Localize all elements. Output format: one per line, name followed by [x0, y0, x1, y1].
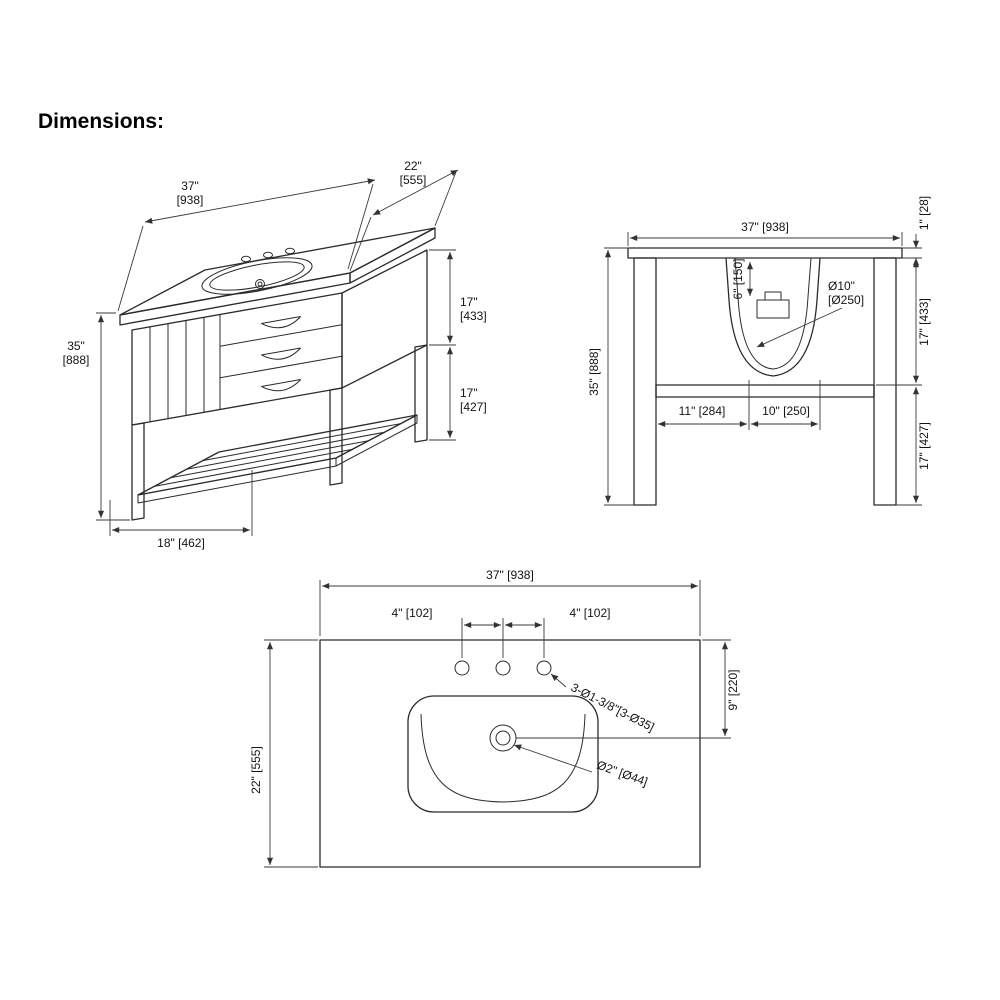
iso-upper-mm: [433] — [460, 309, 487, 323]
drawer-handle — [261, 347, 302, 360]
top-center-depth-label: 9" [220] — [726, 670, 740, 711]
front-width-label: 37" [938] — [741, 220, 789, 234]
top-dim-depth: 22" [555] — [249, 639, 318, 868]
top-drain — [489, 724, 517, 752]
iso-height-in: 35" — [67, 339, 85, 353]
front-shelf-rail — [655, 384, 875, 398]
top-depth-label: 22" [555] — [249, 746, 263, 794]
front-dim-faucet: 6" [150] — [731, 259, 754, 300]
front-dim-thickness: 1" [28] — [902, 196, 931, 272]
front-dim-total-height: 35" [888] — [587, 247, 634, 506]
front-dim-offsets: 11" [284] 10" [250] — [655, 380, 821, 430]
slatted-shelf — [137, 414, 418, 504]
top-holes-label: 3-Ø1-3/8"[3-Ø35] — [569, 680, 657, 734]
iso-upper-in: 17" — [460, 295, 478, 309]
top-dim-width: 37" [938] — [319, 568, 701, 636]
iso-dim-lower: 17" [427] — [429, 347, 487, 441]
front-drain-fitting — [756, 299, 790, 319]
front-sink-dia-mm: [Ø250] — [828, 293, 864, 307]
isometric-view: 37" [938] 22" [555] 35" [888] — [63, 159, 487, 550]
front-dim-lower: 17" [427] — [896, 387, 931, 506]
drain-hole — [255, 279, 265, 289]
front-upper-label: 17" [433] — [917, 298, 931, 346]
iso-width-mm: [938] — [177, 193, 204, 207]
iso-dim-base: 18" [462] — [109, 470, 253, 550]
iso-dim-depth: 22" [555] — [349, 159, 459, 272]
top-pitch-right-label: 4" [102] — [570, 606, 611, 620]
top-dim-hole-pitch: 4" [102] 4" [102] — [392, 606, 611, 658]
sink-basin — [201, 257, 313, 295]
drawer-handle — [261, 379, 302, 392]
counter-top — [119, 227, 436, 326]
top-pitch-left-label: 4" [102] — [392, 606, 433, 620]
front-left-offset-label: 11" [284] — [679, 404, 726, 418]
front-lower-label: 17" [427] — [917, 422, 931, 470]
top-dim-drain: Ø2" [Ø44] — [513, 744, 650, 789]
top-faucet-holes — [454, 660, 552, 676]
front-total-label: 35" [888] — [587, 348, 601, 396]
front-dim-sink-dia: Ø10" [Ø250] — [756, 279, 864, 348]
iso-dim-upper: 17" [433] — [429, 249, 487, 346]
front-thickness-label: 1" [28] — [917, 196, 931, 230]
plank-door — [149, 317, 205, 422]
iso-dim-width: 37" [938] — [117, 178, 376, 312]
iso-depth-mm: [555] — [400, 173, 427, 187]
top-drain-label: Ø2" [Ø44] — [595, 758, 650, 789]
faucet-holes — [241, 247, 295, 263]
cabinet-body — [131, 249, 428, 426]
front-sink-width-label: 10" [250] — [762, 404, 810, 418]
top-sink-cutout — [407, 695, 599, 813]
front-faucet-label: 6" [150] — [731, 259, 745, 300]
iso-lower-mm: [427] — [460, 400, 487, 414]
front-dim-upper: 17" [433] — [876, 260, 931, 386]
drawer-handle — [261, 316, 302, 329]
top-dim-holes-callout: 3-Ø1-3/8"[3-Ø35] — [550, 673, 657, 734]
countertop-outline — [319, 639, 701, 868]
front-sink-dia-in: Ø10" — [828, 279, 855, 293]
top-width-label: 37" [938] — [486, 568, 534, 582]
iso-height-mm: [888] — [63, 353, 90, 367]
top-dim-center-depth: 9" [220] — [516, 639, 740, 739]
iso-lower-in: 17" — [460, 386, 478, 400]
iso-dim-height: 35" [888] — [63, 312, 130, 521]
front-view: 37" [938] 1" [28] 6" [150] Ø10" [Ø250] — [587, 196, 931, 506]
drawer-stack — [219, 316, 343, 392]
top-view: 37" [938] 4" [102] 4" [102] 3-Ø1-3/8"[3-… — [249, 568, 740, 868]
front-dim-width: 37" [938] — [627, 220, 903, 246]
front-counter — [627, 247, 903, 259]
front-right-leg — [873, 257, 897, 506]
front-left-leg — [633, 257, 657, 506]
iso-depth-in: 22" — [404, 159, 422, 173]
iso-base-label: 18" [462] — [157, 536, 205, 550]
iso-width-in: 37" — [181, 179, 199, 193]
page-title: Dimensions: — [38, 110, 165, 133]
